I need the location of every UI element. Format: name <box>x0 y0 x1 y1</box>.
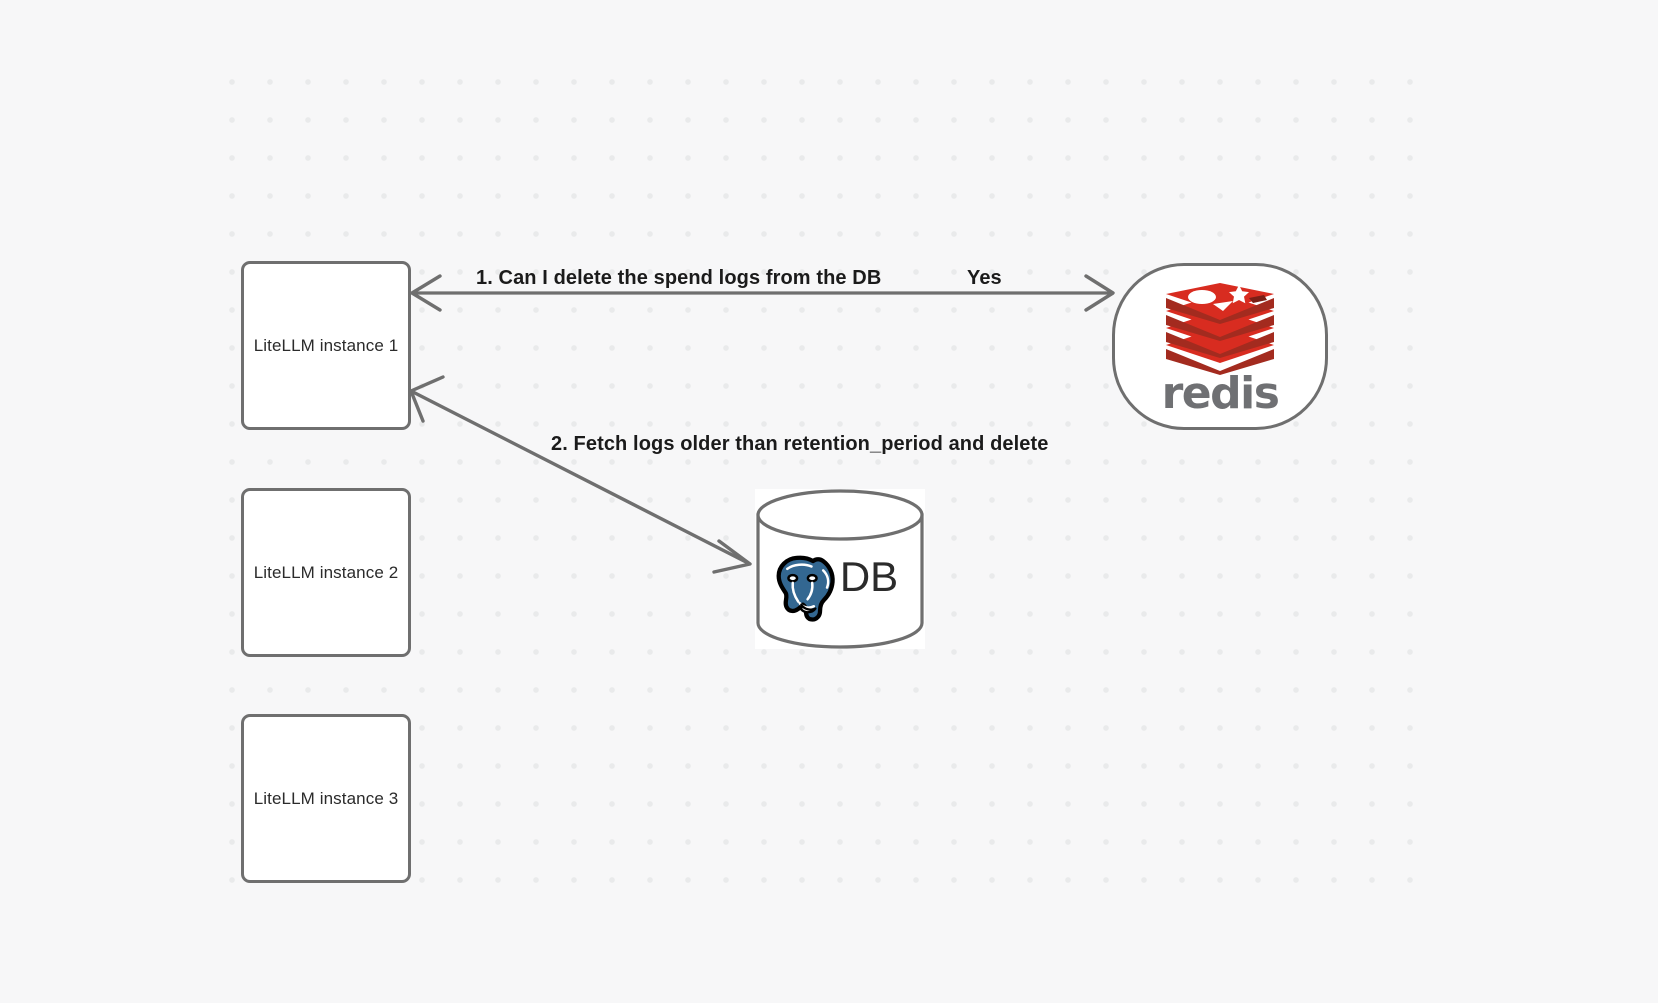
node-redis[interactable]: redis <box>1112 263 1328 430</box>
node-label: LiteLLM instance 1 <box>253 335 399 355</box>
database-cylinder-icon <box>756 489 924 649</box>
node-label: LiteLLM instance 2 <box>253 562 399 582</box>
edge-label-yes: Yes <box>967 267 1002 289</box>
redis-stack-icon <box>1166 282 1274 375</box>
postgresql-elephant-icon <box>776 555 835 622</box>
edge-label-2: 2. Fetch logs older than retention_perio… <box>551 433 1049 455</box>
node-litellm-instance-1[interactable]: LiteLLM instance 1 <box>241 261 411 430</box>
node-label: LiteLLM instance 3 <box>253 788 399 808</box>
redis-wordmark: redis <box>1161 367 1280 419</box>
node-litellm-instance-2[interactable]: LiteLLM instance 2 <box>241 488 411 657</box>
edge-label-1: 1. Can I delete the spend logs from the … <box>476 267 882 289</box>
node-litellm-instance-3[interactable]: LiteLLM instance 3 <box>241 714 411 883</box>
node-database[interactable]: DB <box>755 489 925 649</box>
edge-db-llm1 <box>409 375 752 574</box>
